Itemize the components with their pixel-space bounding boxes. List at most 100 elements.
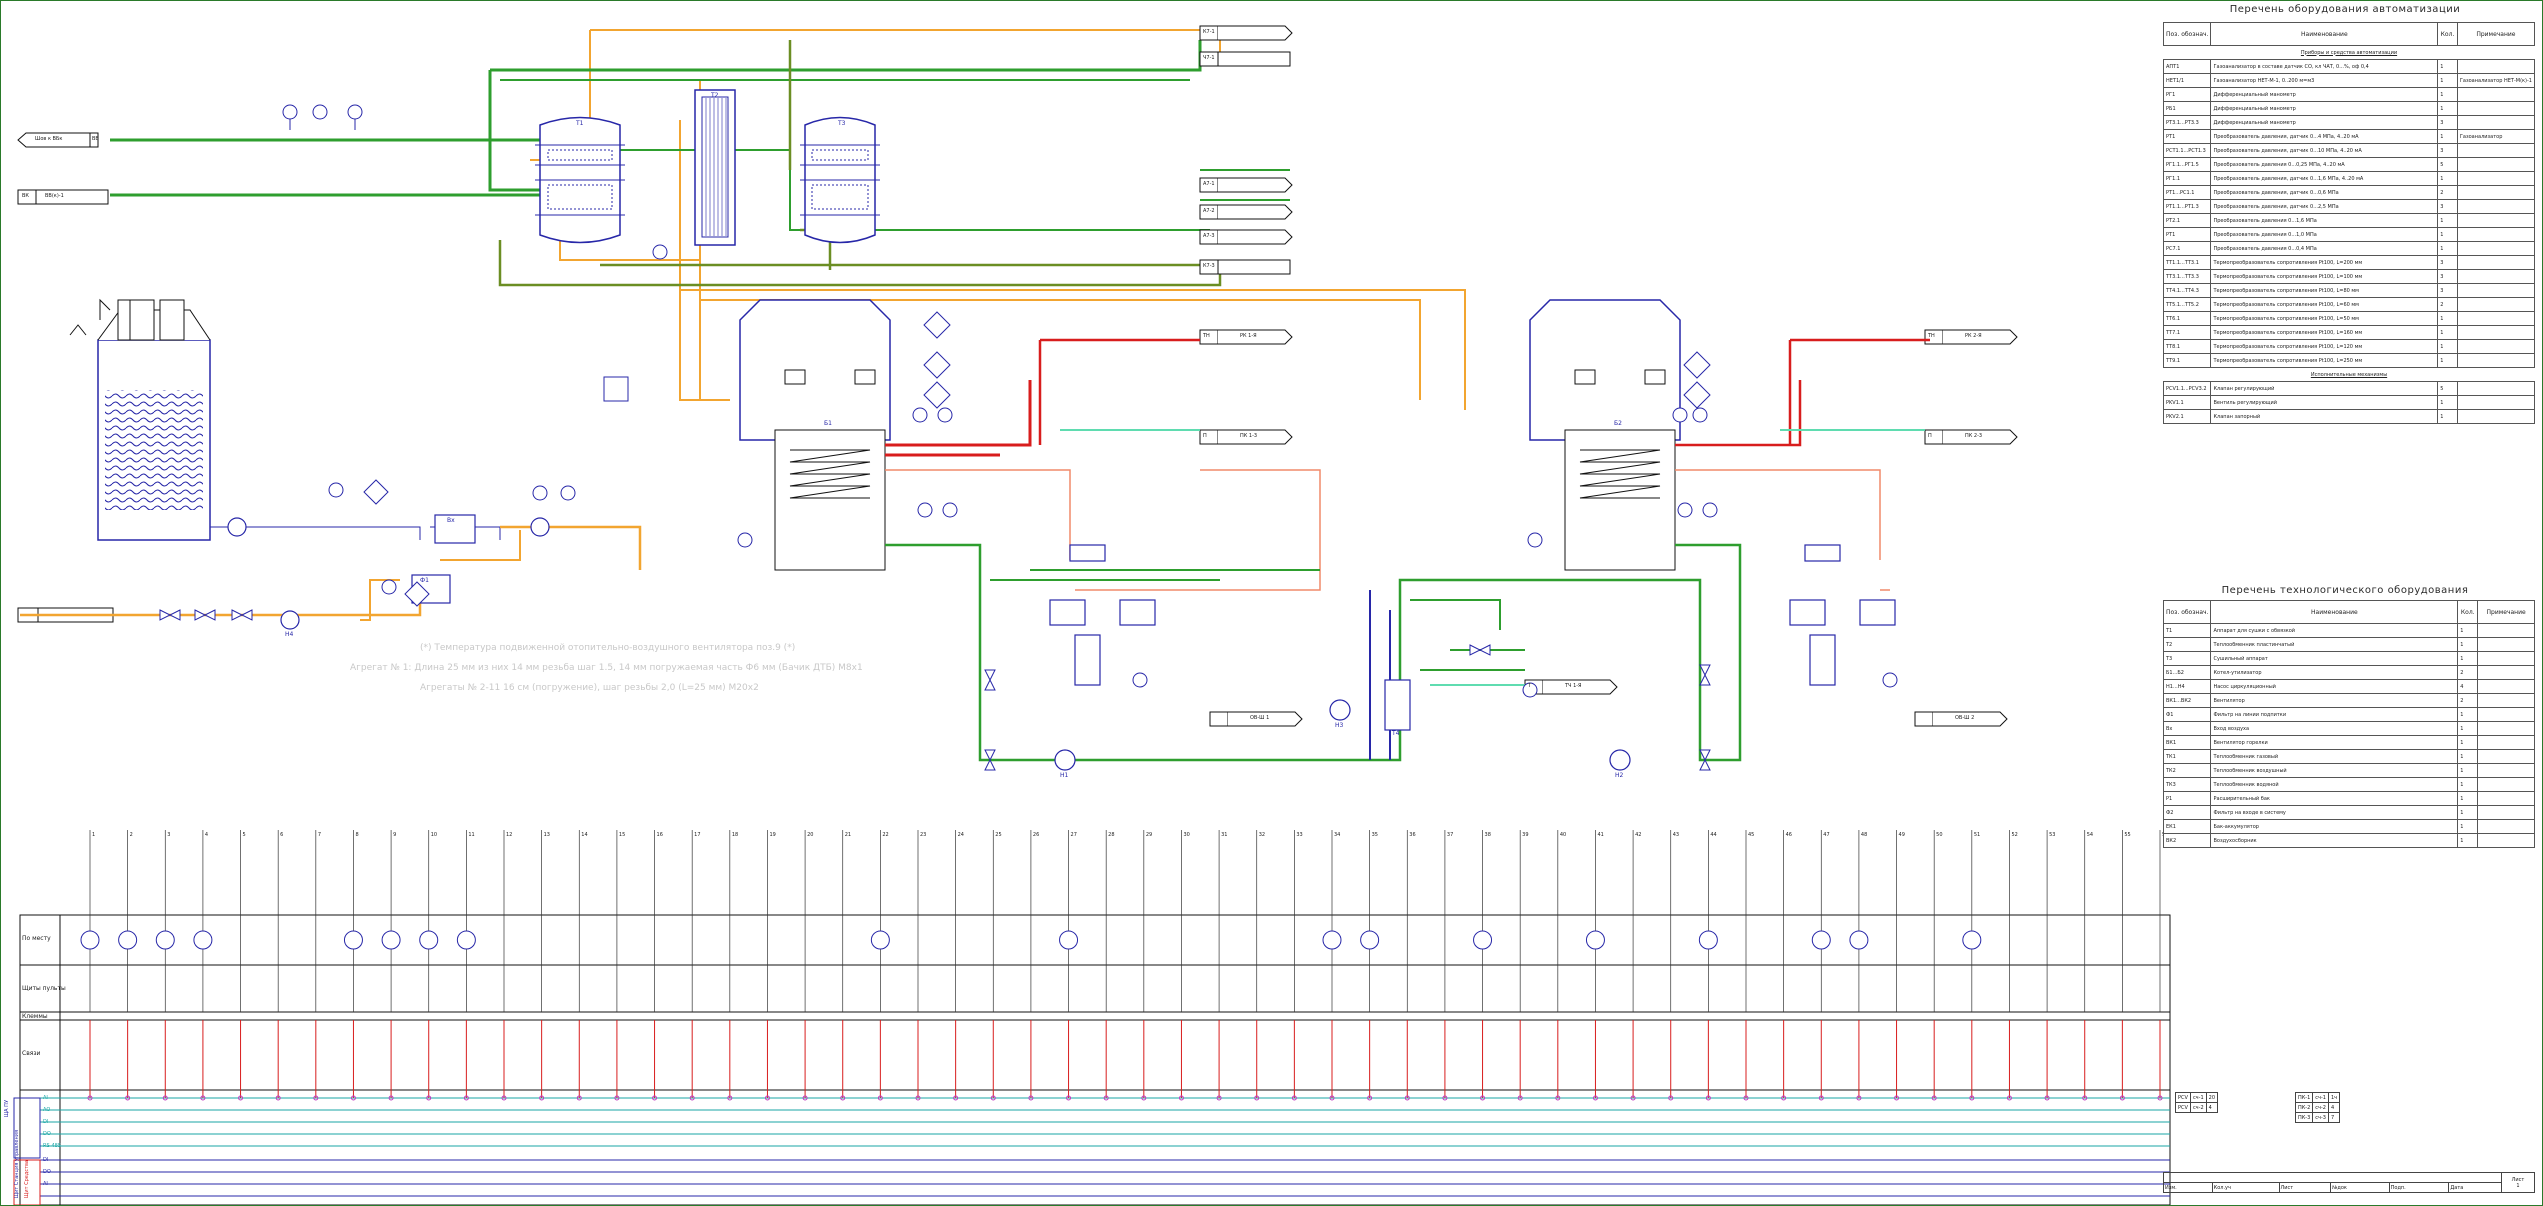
table-cell: 1 (2457, 749, 2479, 764)
vessel-t1 (535, 116, 625, 244)
output-tag-label: Шов к ВБк (35, 136, 63, 142)
signal-column: 49 (1894, 830, 1905, 1101)
table-cell: НЕТ1/1 (2162, 73, 2212, 88)
note-line-2: Агрегат № 1: Длина 25 мм из них 14 мм ре… (350, 663, 863, 673)
table-cell: Термопреобразователь сопротивления Pt100… (2210, 283, 2439, 298)
table-cell (2456, 115, 2536, 130)
table-cell (2456, 381, 2536, 396)
stamp-cell: Лист (2278, 1182, 2332, 1193)
table-cell: РТ3.1...РТ3.3 (2162, 115, 2212, 130)
table-cell: 1 (2437, 241, 2458, 256)
rail-label: AI (43, 1095, 48, 1101)
column-number: 45 (1748, 832, 1754, 838)
section-subtitle: Приборы и средства автоматизации (2163, 45, 2535, 60)
column-number: 20 (807, 832, 813, 838)
note-line-3: Агрегаты № 2-11 16 см (погружение), шаг … (420, 683, 759, 693)
rail-label: DI (43, 1119, 49, 1125)
output-tag-text: РК 1-Я (1240, 333, 1257, 339)
column-number: 47 (1823, 832, 1829, 838)
table-cell: 1 (2457, 735, 2479, 750)
signal-column: 20 (802, 830, 813, 1101)
table-cell: 1 (2437, 73, 2458, 88)
tech-table-title: Перечень технологического оборудования (2221, 585, 2469, 596)
table-cell (2477, 749, 2535, 764)
stamp-cell: №док (2330, 1182, 2390, 1193)
column-number: 50 (1936, 832, 1942, 838)
signal-column: 13 (539, 830, 550, 1101)
signal-column: 7 (313, 830, 321, 1101)
table-cell (2456, 395, 2536, 410)
table-cell: Вентилятор (2210, 693, 2459, 708)
sheet-number: 1 (2516, 1182, 2520, 1189)
legend-cell: 7 (2327, 1112, 2341, 1123)
signal-column: 39 (1517, 830, 1529, 1101)
column-number: 21 (845, 832, 851, 838)
table-cell: 1 (2437, 311, 2458, 326)
table-cell: 2 (2437, 297, 2458, 312)
legend-cell: 4 (2205, 1102, 2219, 1113)
table-cell: Р1 (2162, 791, 2212, 806)
table-cell: Преобразователь давления 0...0,4 МПа (2210, 241, 2439, 256)
table-cell: РС7.1 (2162, 241, 2212, 256)
table-cell: 1 (2437, 171, 2458, 186)
table-cell (2456, 241, 2536, 256)
table-cell (2477, 819, 2535, 834)
table-cell: Термопреобразователь сопротивления Pt100… (2210, 339, 2439, 354)
table-cell: 3 (2437, 269, 2458, 284)
table-cell: Термопреобразователь сопротивления Pt100… (2210, 269, 2439, 284)
table-cell: Преобразователь давления 0...1,6 МПа (2210, 213, 2439, 228)
legend-cell: сч-3 (2312, 1112, 2329, 1123)
signal-column: 29 (1141, 830, 1152, 1101)
table-cell (2477, 623, 2535, 638)
column-number: 33 (1296, 832, 1302, 838)
table-cell: Термопреобразователь сопротивления Pt100… (2210, 297, 2439, 312)
table-cell: Термопреобразователь сопротивления Pt100… (2210, 325, 2439, 340)
table-cell: Дифференциальный манометр (2210, 87, 2439, 102)
table-cell: Теплообменник воздушный (2210, 763, 2459, 778)
vessel-t3 (800, 116, 880, 244)
valves (159, 609, 1711, 771)
output-tag-code: ВВ (92, 136, 99, 142)
table-cell (2477, 735, 2535, 750)
column-number: 37 (1447, 832, 1453, 838)
signal-column: 4 (193, 830, 213, 1101)
legend-cell: PCV (2175, 1102, 2191, 1113)
column-number: 1 (92, 832, 95, 838)
table-cell: 1 (2457, 651, 2479, 666)
table-cell: Ф2 (2162, 805, 2212, 820)
column-number: 28 (1108, 832, 1114, 838)
signal-column: 53 (2044, 830, 2055, 1101)
table-cell: Теплообменник газовый (2210, 749, 2459, 764)
table-cell (2456, 297, 2536, 312)
table-cell (2456, 171, 2536, 186)
column-number: 29 (1146, 832, 1152, 838)
table-cell: Дифференциальный манометр (2210, 101, 2439, 116)
equip-label-vx: Вх (447, 517, 455, 524)
signal-column: 43 (1668, 830, 1679, 1101)
output-tag-text: ПК 2-3 (1965, 433, 1983, 439)
table-cell: Расширительный бак (2210, 791, 2459, 806)
column-number: 17 (694, 832, 700, 838)
table-cell (2456, 255, 2536, 270)
signal-column: 34 (1322, 830, 1342, 1101)
table-cell: Дифференциальный манометр (2210, 115, 2439, 130)
signal-column: 18 (727, 830, 738, 1101)
output-tag-code: А7-1 (1203, 181, 1215, 187)
signal-column: 52 (2006, 830, 2018, 1101)
legend-cell: ПК-3 (2294, 1112, 2314, 1123)
table-cell (2456, 269, 2536, 284)
equip-label-b2: Б2 (1614, 420, 1622, 427)
col-header: Кол. (2437, 22, 2458, 46)
column-number: 19 (769, 832, 775, 838)
legend-cell: ПК-1 (2294, 1092, 2314, 1103)
table-cell: РСТ1.1...РСТ1.3 (2162, 143, 2212, 158)
table-cell: 2 (2457, 693, 2479, 708)
